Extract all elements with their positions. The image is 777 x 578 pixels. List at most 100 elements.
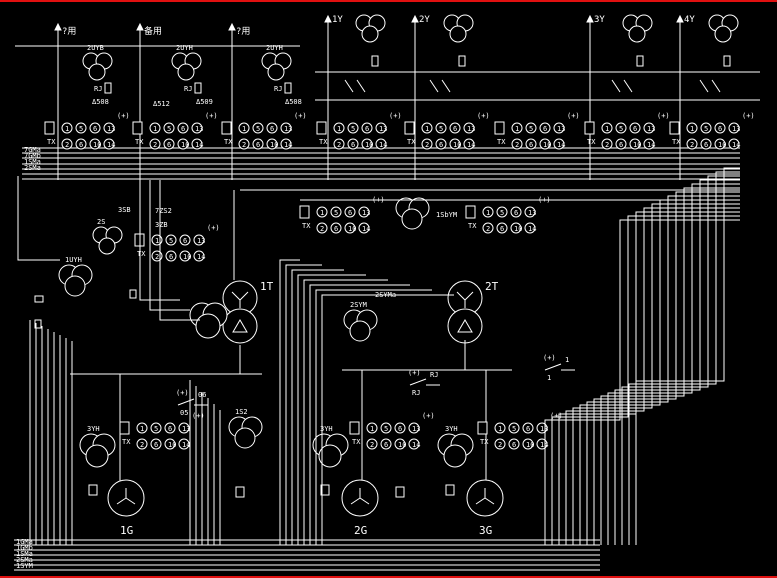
terminal-num: 6	[79, 141, 83, 149]
terminal	[421, 138, 433, 150]
terminal	[238, 122, 250, 134]
pt-label: 3SB	[118, 206, 131, 214]
polarity-label: (+)	[408, 369, 421, 377]
terminal	[508, 438, 520, 450]
pt-coil	[195, 313, 221, 339]
pt-coil	[267, 63, 285, 81]
delta-symbol	[232, 319, 248, 333]
generator-label: 3G	[479, 524, 492, 537]
terminal-num: 5	[167, 125, 171, 133]
terminal-num: 10	[514, 225, 522, 233]
terminal	[75, 122, 87, 134]
relay-tag: TX	[122, 438, 131, 446]
terminal	[449, 122, 461, 134]
switch-blade	[409, 378, 427, 386]
terminal	[178, 422, 190, 434]
terminal-num: 5	[704, 125, 708, 133]
terminal-num: 13	[284, 125, 292, 133]
terminal	[136, 438, 148, 450]
bottom-bus-label: 1GMb	[16, 544, 33, 552]
relay-tag: Δ509	[196, 98, 213, 106]
relay-tag: TX	[407, 138, 416, 146]
terminal-num: 5	[79, 125, 83, 133]
pt-coil	[88, 63, 106, 81]
terminal-num: 14	[379, 141, 387, 149]
terminal	[511, 122, 523, 134]
switch-blade	[356, 79, 366, 93]
relay-box	[132, 121, 143, 135]
terminal	[193, 250, 205, 262]
switch-blade	[623, 79, 633, 93]
pt-coil	[98, 237, 116, 255]
terminal	[165, 234, 177, 246]
terminal-num: 13	[540, 425, 548, 433]
pt-coil	[443, 444, 467, 468]
relay-box	[349, 421, 360, 435]
fuse	[395, 486, 405, 498]
terminal-num: 6	[351, 141, 355, 149]
terminal-num: 6	[270, 125, 274, 133]
terminal-num: 10	[718, 141, 726, 149]
terminal-num: 5	[334, 209, 338, 217]
pt-label: 2UYB	[87, 44, 104, 52]
generator-label: 2G	[354, 524, 367, 537]
control-wire	[139, 180, 180, 301]
terminal	[358, 222, 370, 234]
terminal-num: 14	[528, 225, 536, 233]
relay-tag: TX	[137, 250, 146, 258]
terminal	[435, 122, 447, 134]
terminal	[333, 138, 345, 150]
terminal-num: 5	[384, 425, 388, 433]
control-wire	[614, 179, 740, 545]
terminal-num: 13	[107, 125, 115, 133]
relay-box	[316, 121, 327, 135]
terminal	[333, 122, 345, 134]
terminal-num: 10	[270, 141, 278, 149]
terminal-num: 5	[529, 125, 533, 133]
polarity-label: (+)	[294, 112, 307, 120]
terminal	[601, 122, 613, 134]
pt-label: 2UYH	[176, 44, 193, 52]
fuse	[34, 319, 42, 329]
terminal	[553, 122, 565, 134]
polarity-label: (+)	[389, 112, 402, 120]
terminal-num: 14	[732, 141, 740, 149]
terminal-num: 5	[619, 125, 623, 133]
polarity-label: (+)	[567, 112, 580, 120]
terminal	[266, 138, 278, 150]
polarity-label: (+)	[422, 412, 435, 420]
terminal	[714, 122, 726, 134]
terminal	[179, 250, 191, 262]
terminal	[149, 138, 161, 150]
polarity-label: (+)	[117, 112, 130, 120]
terminal	[394, 422, 406, 434]
terminal	[700, 138, 712, 150]
control-wire	[586, 195, 740, 545]
arrow-up-icon	[324, 14, 332, 23]
terminal	[163, 138, 175, 150]
fuse	[458, 55, 466, 67]
terminal-num: 10	[348, 225, 356, 233]
terminal-num: 13	[362, 209, 370, 217]
terminal-num: 6	[365, 125, 369, 133]
switch-blade	[711, 79, 721, 93]
control-wire	[17, 176, 60, 261]
fuse	[194, 82, 202, 94]
terminal-num: 10	[181, 141, 189, 149]
terminal-num: 6	[453, 125, 457, 133]
pt-coil	[714, 25, 732, 43]
terminal-num: 6	[619, 141, 623, 149]
pt-coil	[449, 25, 467, 43]
control-wire	[291, 269, 344, 545]
terminal	[61, 122, 73, 134]
pt-label: 1SbYM	[436, 211, 457, 219]
terminal-num: 14	[557, 141, 565, 149]
terminal	[539, 122, 551, 134]
terminal-num: 13	[467, 125, 475, 133]
terminal-num: 1	[498, 425, 502, 433]
terminal	[511, 138, 523, 150]
terminal-num: 2	[140, 441, 144, 449]
terminal-num: 2	[690, 141, 694, 149]
terminal	[643, 138, 655, 150]
